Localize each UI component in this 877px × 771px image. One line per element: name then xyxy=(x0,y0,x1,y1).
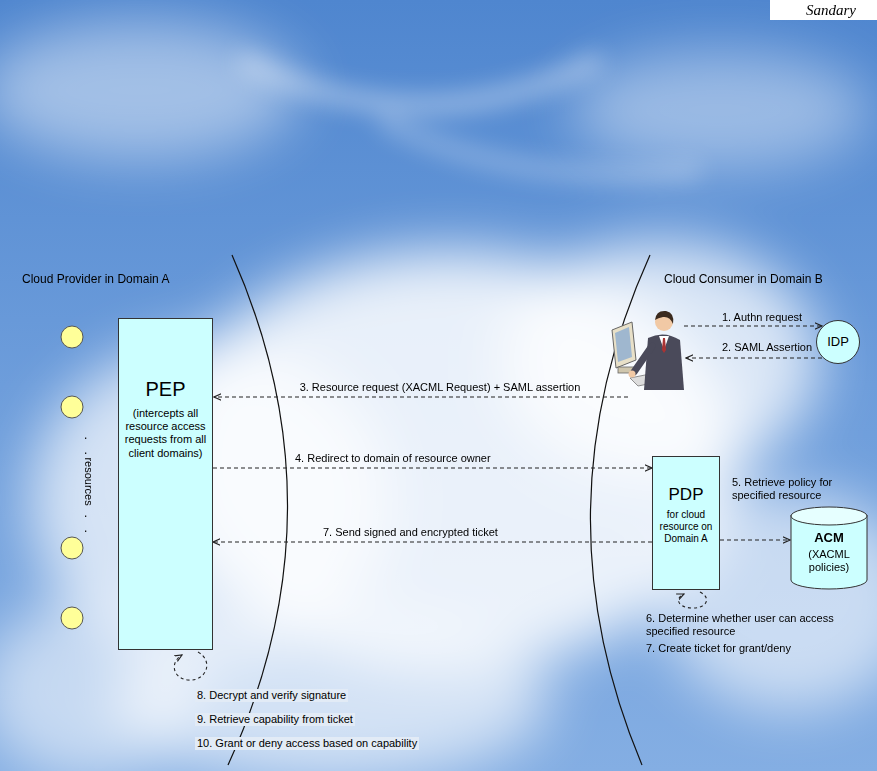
monitor xyxy=(612,322,636,368)
cylinder-body xyxy=(791,515,867,589)
step-label: 10. Grant or deny access based on capabi… xyxy=(195,737,419,750)
resources-label: resources xyxy=(81,458,94,506)
user-at-computer-icon xyxy=(612,311,684,390)
cloud-wisp xyxy=(380,120,700,174)
resource-circle xyxy=(61,326,83,348)
resource-circle xyxy=(61,537,83,559)
person-body xyxy=(644,334,684,390)
node-detail: (XACML policies) xyxy=(794,548,864,574)
flow-arrow xyxy=(213,467,652,468)
cylinder-top xyxy=(791,507,867,525)
edge-label: 4. Redirect to domain of resource owner xyxy=(295,452,491,465)
ellipsis-dot: . xyxy=(84,428,87,442)
resource-circle xyxy=(61,396,83,418)
node-title: PEP xyxy=(145,377,185,401)
person-hair xyxy=(655,311,673,324)
saml-assertion-arrow xyxy=(686,357,822,358)
step-label: 6. Determine whether user can access spe… xyxy=(646,612,851,638)
person-hand xyxy=(629,371,636,378)
node-detail: (intercepts all resource access requests… xyxy=(123,407,208,460)
edge-label: 7. Send signed and encrypted ticket xyxy=(323,526,498,539)
step-label: 8. Decrypt and verify signature xyxy=(195,689,348,702)
self-loop-arrow xyxy=(174,652,207,680)
resource-request-arrow xyxy=(214,396,628,397)
step-label: 1. Authn request xyxy=(722,311,802,324)
node-title: IDP xyxy=(827,334,849,350)
node-title: PDP xyxy=(669,485,704,505)
ellipsis-dot: . xyxy=(84,506,87,520)
flow-arrow xyxy=(720,539,790,540)
monitor-screen xyxy=(615,327,632,362)
self-loop-arrow xyxy=(679,592,707,608)
step-label: 9. Retrieve capability from ticket xyxy=(195,713,355,726)
page-header: Sandary xyxy=(806,1,856,19)
step-label: 7. Create ticket for grant/deny xyxy=(646,642,791,655)
flow-arrow xyxy=(213,541,652,542)
domain-boundary xyxy=(590,255,650,765)
cloud-wisp xyxy=(240,60,600,105)
page-header-strip xyxy=(770,0,877,20)
acm-database: ACM (XACML policies) xyxy=(790,506,868,590)
domain-label: Cloud Provider in Domain A xyxy=(22,272,169,286)
cloud xyxy=(0,20,300,160)
node-detail: for cloud resource on Domain A xyxy=(657,509,715,545)
ellipsis-dot: . xyxy=(84,521,87,535)
domain-label: Cloud Consumer in Domain B xyxy=(664,272,823,286)
edge-label: 5. Retrieve policy for specified resourc… xyxy=(732,476,872,502)
ellipsis-dot: . xyxy=(84,443,87,457)
node-title: ACM xyxy=(814,530,844,546)
pep-box: PEP (intercepts all resource access reque… xyxy=(118,318,213,650)
authn-request-arrow xyxy=(684,325,822,326)
idp-circle: IDP xyxy=(816,320,860,364)
person-tie xyxy=(662,338,666,353)
resource-circle xyxy=(61,607,83,629)
person-arm xyxy=(634,346,652,372)
step-label: 3. Resource request (XACML Request) + SA… xyxy=(300,381,581,394)
step-label: 2. SAML Assertion xyxy=(722,341,812,354)
pdp-box: PDP for cloud resource on Domain A xyxy=(652,456,720,590)
cloud xyxy=(570,50,870,170)
